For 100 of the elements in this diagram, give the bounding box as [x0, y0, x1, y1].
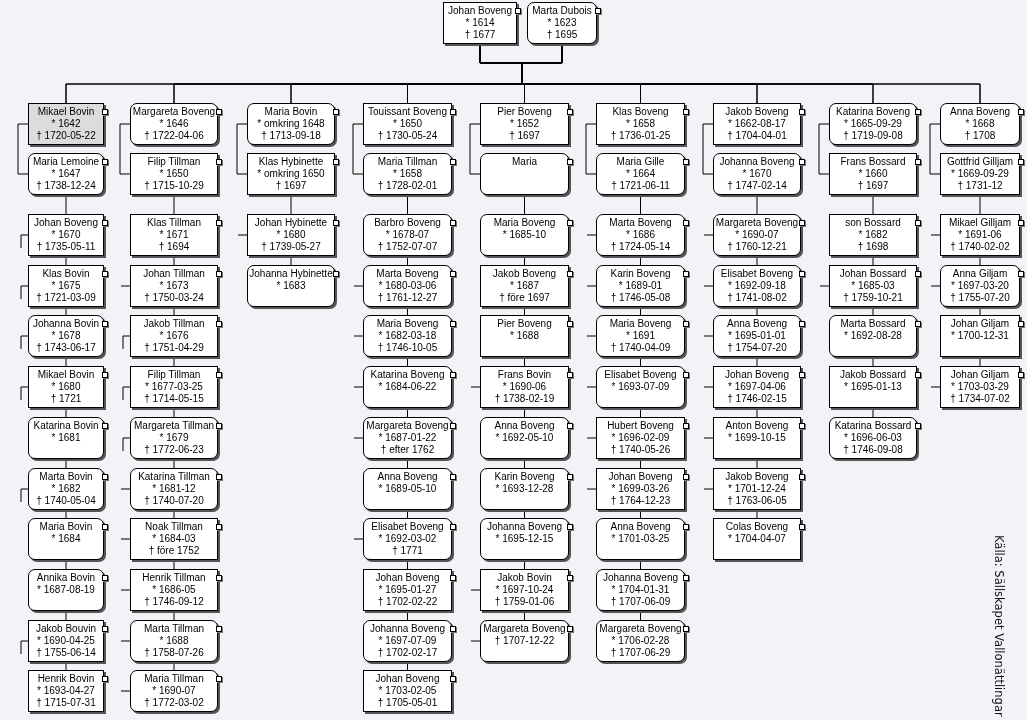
life-date: † 1751-04-29 [144, 342, 204, 354]
person-box [940, 103, 1020, 145]
life-date: * 1682 [51, 483, 81, 495]
person-name: Johan Boveng [34, 217, 98, 229]
life-date: * 1691 [626, 330, 655, 342]
connector-stub [120, 538, 131, 540]
person-box [713, 366, 801, 408]
person-name: Johan Boveng [375, 572, 440, 584]
life-date: * 1700-12-31 [951, 330, 1009, 342]
life-date: † 1735-05-11 [36, 241, 96, 253]
person-name: Anna Boveng [377, 471, 438, 483]
person-box [363, 620, 452, 662]
life-date: * 1668 [965, 118, 995, 130]
person-name: Johanna Boveng [486, 521, 563, 533]
family-line [65, 306, 67, 316]
connector-stub [586, 386, 597, 388]
connector-stub [930, 386, 941, 388]
life-date: † 1707-06-09 [610, 596, 671, 608]
connector-stub [353, 538, 364, 540]
person-name: Margareta Boveng [599, 623, 682, 635]
person-name: Marta Bovin [39, 471, 93, 483]
person-box [713, 315, 801, 357]
family-line [818, 123, 830, 175]
life-date: * 1688 [510, 330, 539, 342]
person-name: Barbro Boveng [374, 217, 441, 229]
life-date: * 1688 [159, 635, 189, 647]
family-line [407, 306, 408, 316]
life-date: † 1705-05-01 [377, 697, 438, 709]
life-date: † 1764-12-23 [610, 495, 671, 507]
family-line [524, 306, 525, 316]
person-box [940, 214, 1020, 256]
person-box [130, 670, 218, 712]
life-date: * 1701-03-25 [611, 533, 670, 545]
person-box [363, 518, 452, 560]
person-box [713, 417, 801, 459]
life-date: * 1687-01-22 [378, 432, 437, 444]
person-name: Pier Boveng [497, 106, 552, 118]
family-line [756, 255, 758, 266]
person-name: Margareta Boveng [132, 106, 216, 118]
person-name: Maria Boveng [493, 217, 556, 229]
person-box [363, 315, 452, 357]
life-date: † 1758-07-26 [144, 647, 204, 659]
life-date: † 1763-06-05 [727, 495, 787, 507]
life-date: † 1715-10-29 [144, 180, 204, 192]
person-box [130, 103, 218, 145]
person-name: Frans Bossard [840, 156, 906, 168]
connector-stub [237, 234, 248, 236]
family-line [872, 356, 874, 367]
family-line [469, 123, 481, 175]
connector-stub [20, 234, 29, 249]
family-line [65, 509, 67, 519]
person-box [247, 103, 335, 145]
life-date: † 1759-01-06 [494, 596, 555, 608]
family-line [65, 356, 67, 367]
life-date: † 1707-06-29 [610, 647, 671, 659]
life-date: † 1714-05-15 [144, 393, 204, 405]
life-date: † 1721 [50, 393, 82, 405]
life-date: † 1730-05-24 [377, 130, 438, 142]
family-line [65, 458, 67, 469]
life-date: † 1694 [158, 241, 190, 253]
connector-stub [353, 437, 364, 439]
person-name: Pier Boveng [497, 318, 552, 330]
life-date: † 1736-01-25 [610, 130, 671, 142]
life-date: * 1664 [626, 168, 655, 180]
life-date: * 1686-05 [152, 584, 196, 596]
life-date: * 1652 [510, 118, 539, 130]
connector-stub [353, 335, 364, 337]
person-name: son Bossard [845, 217, 901, 229]
person-box [28, 153, 104, 195]
life-date: † 1759-10-21 [843, 292, 903, 304]
life-date: * 1695-01-27 [378, 584, 437, 596]
life-date: * 1690-07 [735, 229, 779, 241]
person-name: Johanna Boveng [369, 623, 446, 635]
person-box [596, 214, 685, 256]
person-box [527, 2, 597, 44]
person-name: Filip Tillman [147, 369, 201, 381]
connector-stub [930, 285, 941, 287]
connector-stub [470, 640, 481, 642]
person-name: Maria Tillman [377, 156, 438, 168]
family-line [173, 255, 175, 266]
life-date: * 1693-07-09 [611, 381, 670, 393]
connector-stub [703, 488, 714, 490]
person-box [130, 153, 218, 195]
person-name: Maria Tillman [144, 673, 204, 685]
life-date: * 1696-02-09 [611, 432, 670, 444]
life-date: * 1703-03-29 [951, 381, 1009, 393]
life-date: * 1690-04-25 [37, 635, 95, 647]
life-date: † 1719-09-08 [843, 130, 903, 142]
family-line [524, 509, 525, 519]
person-box [28, 103, 104, 145]
person-box [596, 265, 685, 307]
person-box [480, 620, 569, 662]
person-box [596, 417, 685, 459]
family-line [290, 255, 292, 266]
life-date: * 1660 [858, 168, 888, 180]
connector-stub [703, 386, 714, 388]
connector-stub [120, 640, 131, 642]
life-date: * 1690-06 [502, 381, 547, 393]
connector-stub [819, 285, 830, 287]
life-date: * 1701-12-24 [728, 483, 786, 495]
